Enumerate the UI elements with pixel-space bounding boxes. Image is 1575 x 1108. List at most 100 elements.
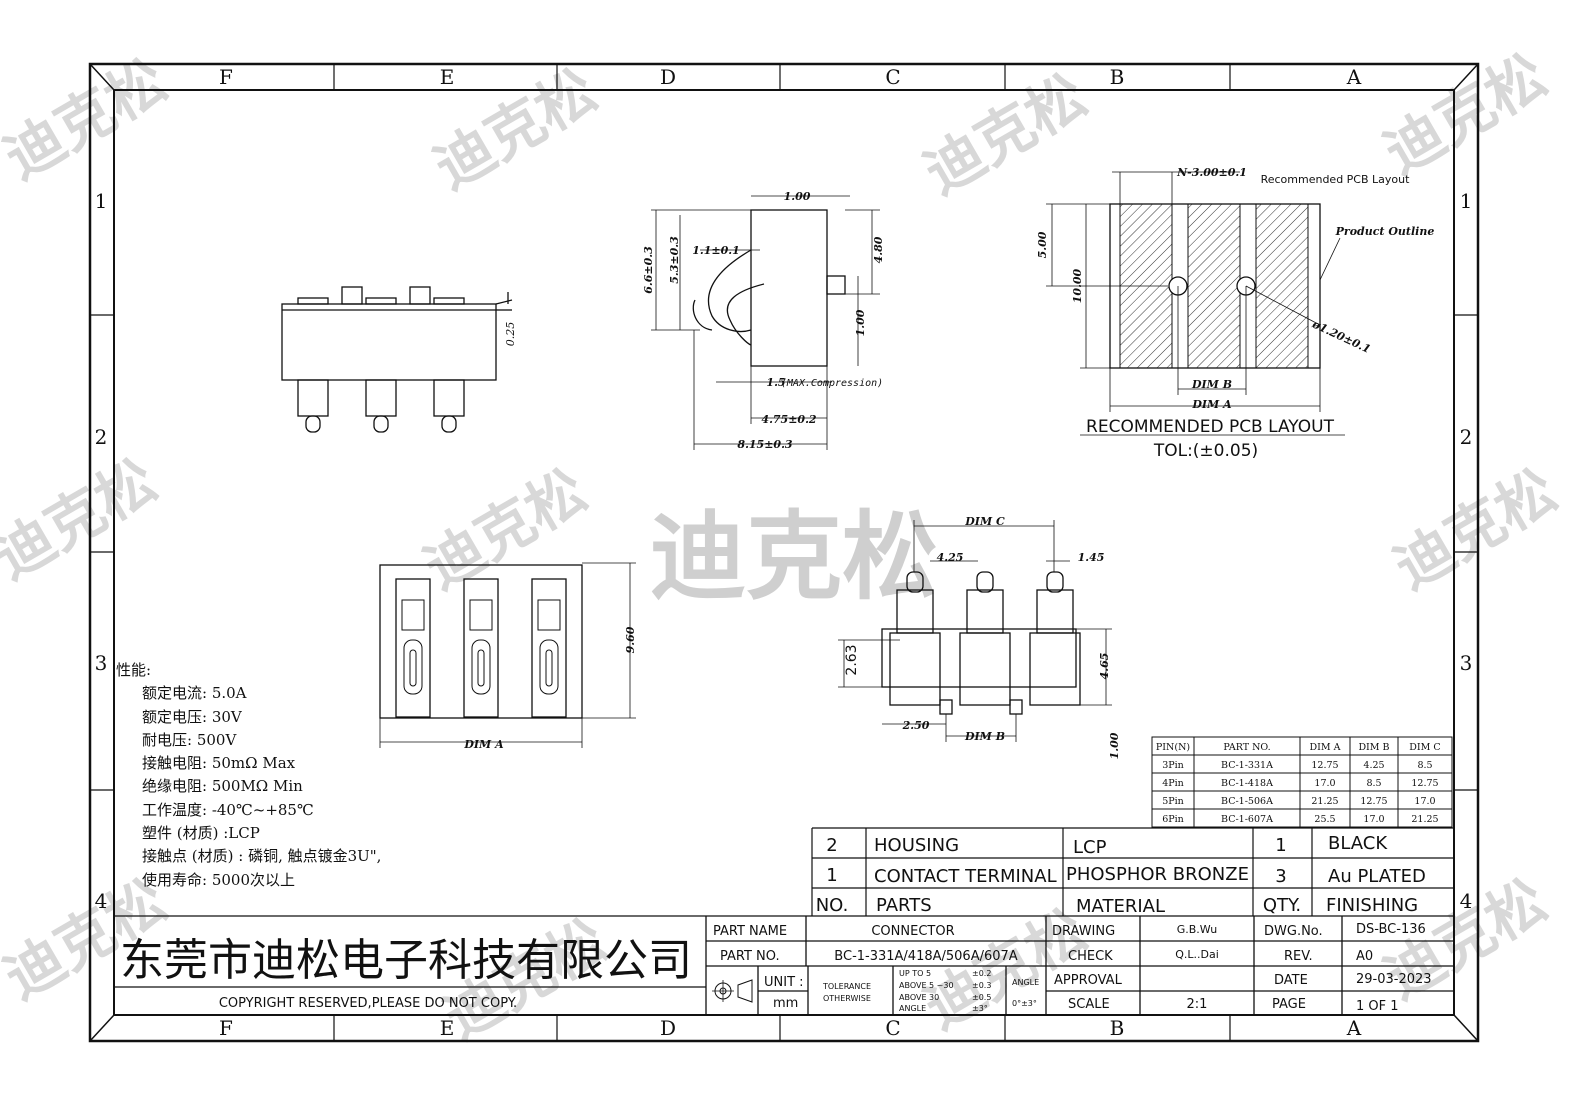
spec-line: 接触电阻: 50mΩ Max bbox=[142, 754, 296, 772]
dim-label: 10.00 bbox=[1071, 268, 1084, 303]
table-cell: 3Pin bbox=[1162, 760, 1184, 771]
dim-label: 4.80 bbox=[872, 236, 885, 263]
date-value: 29-03-2023 bbox=[1356, 972, 1432, 987]
dim-label: DIM C bbox=[964, 515, 1005, 528]
pcb-title: RECOMMENDED PCB LAYOUT bbox=[1086, 417, 1335, 437]
spec-line: 工作温度: -40℃~+85℃ bbox=[142, 801, 314, 819]
table-header: PIN(N) bbox=[1156, 742, 1190, 753]
bom-header: NO. bbox=[816, 895, 849, 916]
part-no-label: PART NO. bbox=[720, 949, 780, 964]
tolerance-range: ANGLE bbox=[899, 1004, 926, 1013]
dim-label: DIM B bbox=[964, 730, 1005, 743]
bom-header: QTY. bbox=[1263, 895, 1301, 916]
column-label: F bbox=[219, 65, 233, 89]
table-cell: 21.25 bbox=[1411, 814, 1438, 825]
table-cell: 8.5 bbox=[1417, 760, 1432, 771]
table-cell: 17.0 bbox=[1314, 778, 1335, 789]
angle-label: ANGLE bbox=[1012, 978, 1039, 987]
spec-line: 接触点 (材质) : 磷铜, 触点镀金3U", bbox=[142, 847, 381, 865]
watermark-text: 迪克松 bbox=[413, 456, 598, 602]
pcb-tolerance: TOL:(±0.05) bbox=[1153, 441, 1258, 461]
rev-label: REV. bbox=[1284, 949, 1313, 964]
approval-label: APPROVAL bbox=[1054, 973, 1123, 988]
dim-label: 5.3±0.3 bbox=[668, 236, 681, 284]
table-cell: 4Pin bbox=[1162, 778, 1184, 789]
spec-line: 绝缘电阻: 500MΩ Min bbox=[142, 777, 303, 795]
bom-finishing: BLACK bbox=[1328, 833, 1388, 854]
bom-no: 1 bbox=[826, 865, 837, 886]
bom-material: LCP bbox=[1073, 837, 1107, 858]
table-cell: 25.5 bbox=[1314, 814, 1335, 825]
table-header: DIM C bbox=[1409, 742, 1440, 753]
unit-label: UNIT : bbox=[764, 975, 804, 990]
bom-header: FINISHING bbox=[1326, 895, 1418, 916]
dim-label: DIM A bbox=[1191, 398, 1232, 411]
rev-value: A0 bbox=[1356, 949, 1373, 964]
dim-label: 1.00 bbox=[1108, 732, 1121, 759]
column-label: F bbox=[219, 1016, 233, 1040]
row-label: 4 bbox=[1460, 889, 1473, 913]
column-label: C bbox=[885, 65, 900, 89]
bom-finishing: Au PLATED bbox=[1328, 866, 1426, 887]
row-label: 2 bbox=[95, 425, 108, 449]
side-view bbox=[651, 195, 880, 450]
table-cell: 12.75 bbox=[1311, 760, 1338, 771]
spec-line: 额定电压: 30V bbox=[142, 708, 243, 726]
dim-label: 2.63 bbox=[844, 644, 860, 675]
tolerance-value: ±3° bbox=[972, 1004, 988, 1013]
pcb-layout-labels: N-3.00±0.1 Recommended PCB Layout Produc… bbox=[1036, 166, 1434, 461]
column-label: A bbox=[1346, 1016, 1362, 1040]
dim-label: 8.15±0.3 bbox=[737, 438, 792, 451]
checked-by: Q.L..Dai bbox=[1175, 948, 1219, 961]
table-cell: BC-1-418A bbox=[1221, 778, 1273, 789]
bom-table bbox=[811, 827, 1454, 916]
bom-material: PHOSPHOR BRONZE bbox=[1066, 864, 1249, 885]
title-block-text: 东莞市迪松电子科技有限公司 COPYRIGHT RESERVED,PLEASE … bbox=[120, 922, 1432, 1014]
pcb-layout-view bbox=[1046, 171, 1345, 436]
part-name: CONNECTOR bbox=[871, 924, 954, 939]
column-label: B bbox=[1110, 65, 1125, 89]
watermark-text: 迪克松 bbox=[1383, 456, 1568, 602]
spec-line: 塑件 (材质) :LCP bbox=[142, 824, 260, 842]
table-cell: 8.5 bbox=[1366, 778, 1381, 789]
tolerance-range: ABOVE 5 ~30 bbox=[899, 981, 954, 990]
dim-label: ø1.20±0.1 bbox=[1310, 317, 1373, 356]
front-view bbox=[281, 286, 513, 433]
dim-label: 4.65 bbox=[1098, 653, 1111, 680]
part-name-label: PART NAME bbox=[713, 924, 787, 939]
page-value: 1 OF 1 bbox=[1356, 999, 1399, 1014]
bom-header: MATERIAL bbox=[1076, 896, 1165, 917]
part-no: BC-1-331A/418A/506A/607A bbox=[834, 949, 1017, 964]
dim-note: (MAX.Compression) bbox=[781, 378, 883, 389]
tolerance-range: UP TO 5 bbox=[899, 969, 931, 978]
table-cell: 17.0 bbox=[1414, 796, 1435, 807]
check-label: CHECK bbox=[1068, 949, 1113, 964]
bom-text: 2 HOUSING LCP 1 BLACK 1 CONTACT TERMINAL… bbox=[816, 833, 1426, 917]
dim-label: 1.5 bbox=[766, 376, 785, 389]
table-cell: BC-1-506A bbox=[1221, 796, 1273, 807]
column-label: D bbox=[660, 1016, 676, 1040]
table-cell: 4.25 bbox=[1363, 760, 1384, 771]
date-label: DATE bbox=[1274, 973, 1308, 988]
table-cell: 5Pin bbox=[1162, 796, 1184, 807]
dwg-no: DS-BC-136 bbox=[1356, 922, 1426, 937]
drawing-label: DRAWING bbox=[1052, 924, 1115, 939]
scale-value: 2:1 bbox=[1187, 997, 1208, 1012]
page-label: PAGE bbox=[1272, 997, 1306, 1012]
dim-table bbox=[1151, 736, 1453, 828]
copyright-notice: COPYRIGHT RESERVED,PLEASE DO NOT COPY. bbox=[219, 996, 517, 1011]
dim-label: N-3.00±0.1 bbox=[1176, 166, 1247, 179]
dim-label: 4.25 bbox=[937, 551, 964, 564]
drawing-by: G.B.Wu bbox=[1177, 923, 1218, 936]
dim-table-text: PIN(N) PART NO. DIM A DIM B DIM C 3Pin B… bbox=[1156, 742, 1441, 825]
table-header: DIM B bbox=[1358, 742, 1389, 753]
tolerance-value: ±0.2 bbox=[972, 969, 991, 978]
bom-qty: 3 bbox=[1275, 866, 1286, 887]
table-cell: 21.25 bbox=[1311, 796, 1338, 807]
row-label: 4 bbox=[95, 889, 108, 913]
dim-label: 5.00 bbox=[1036, 231, 1049, 258]
table-cell: BC-1-331A bbox=[1221, 760, 1273, 771]
bom-no: 2 bbox=[826, 835, 837, 856]
spec-line: 耐电压: 500V bbox=[142, 731, 237, 749]
specs-block: 性能: 额定电流: 5.0A 额定电压: 30V 耐电压: 500V 接触电阻:… bbox=[116, 661, 381, 889]
